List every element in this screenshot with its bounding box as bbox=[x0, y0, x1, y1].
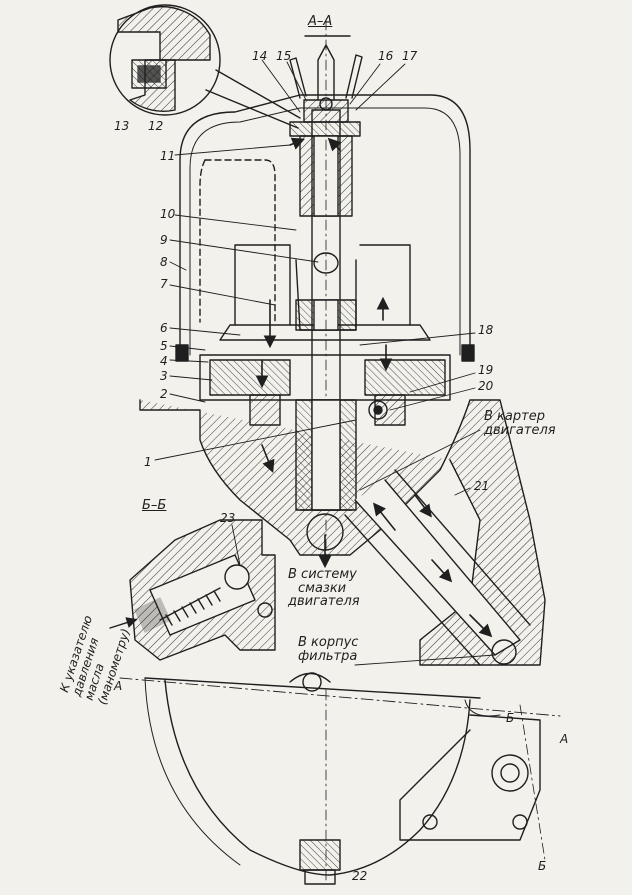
part-label-2: 2 bbox=[160, 387, 168, 401]
part-label-11: 11 bbox=[160, 149, 176, 163]
part-label-20: 20 bbox=[478, 379, 494, 393]
section-mark-a-right: А bbox=[560, 732, 569, 746]
part-label-16: 16 bbox=[378, 49, 394, 63]
central-shaft bbox=[289, 19, 361, 561]
section-bb-valve bbox=[109, 519, 276, 661]
caption-lube-line2: смазки bbox=[298, 580, 347, 596]
part-label-17: 17 bbox=[402, 49, 418, 63]
part-label-4: 4 bbox=[160, 354, 168, 368]
part-label-8: 8 bbox=[160, 255, 168, 269]
caption-crankcase-line2: двигателя bbox=[484, 422, 556, 438]
section-mark-a-left: А bbox=[114, 679, 123, 693]
part-label-22: 22 bbox=[352, 869, 368, 883]
section-title-aa: А–А bbox=[308, 14, 333, 29]
part-label-10: 10 bbox=[160, 207, 176, 221]
caption-lube-line1: В систему bbox=[288, 567, 357, 582]
part-label-21: 21 bbox=[474, 479, 490, 493]
caption-crankcase: В картер двигателя bbox=[484, 410, 556, 437]
leader-lines bbox=[154, 59, 496, 666]
part-label-12: 12 bbox=[148, 119, 164, 133]
part-label-14: 14 bbox=[252, 49, 268, 63]
section-mark-b-bottom: Б bbox=[538, 859, 547, 873]
part-label-3: 3 bbox=[160, 369, 168, 383]
part-label-13: 13 bbox=[114, 119, 130, 133]
part-label-6: 6 bbox=[160, 321, 168, 335]
part-label-7: 7 bbox=[160, 277, 168, 291]
caption-filter-housing: В корпус фильтра bbox=[298, 636, 358, 663]
detail-view-seal bbox=[109, 4, 301, 129]
part-label-15: 15 bbox=[276, 49, 292, 63]
part-label-5: 5 bbox=[160, 339, 168, 353]
caption-filter-line1: В корпус bbox=[298, 635, 359, 650]
part-label-19: 19 bbox=[478, 363, 494, 377]
caption-filter-line2: фильтра bbox=[298, 648, 358, 664]
diagonal-channel bbox=[344, 469, 531, 666]
plan-view bbox=[119, 672, 561, 885]
part-label-23: 23 bbox=[220, 511, 236, 525]
section-mark-b-top: Б bbox=[506, 711, 515, 725]
caption-lube-line3: двигателя bbox=[288, 594, 360, 610]
part-label-1: 1 bbox=[144, 455, 152, 469]
section-title-bb: Б–Б bbox=[142, 498, 167, 513]
flow-arrows bbox=[255, 137, 493, 638]
part-label-9: 9 bbox=[160, 233, 168, 247]
caption-lube-system: В систему смазки двигателя bbox=[288, 568, 360, 609]
caption-crankcase-line1: В картер bbox=[484, 409, 545, 424]
part-label-18: 18 bbox=[478, 323, 494, 337]
